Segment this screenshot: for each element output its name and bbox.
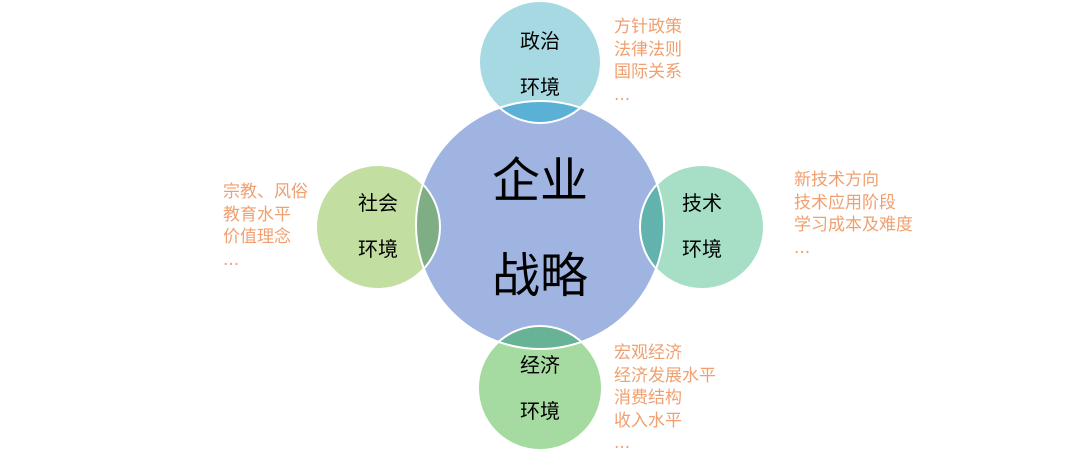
economy-label-line1: 经济 [520,353,560,377]
economy-factor-item: 经济发展水平 [614,365,716,386]
economy-factor-item: 收入水平 [614,410,682,431]
politics-factor-item: ... [614,84,631,105]
technology-factor-item: 学习成本及难度 [794,215,913,235]
technology-label-line1: 技术 [682,191,722,215]
politics-factor-item: 方针政策 [614,17,682,37]
center-circle [416,101,664,349]
politics-factor-item: 法律法则 [614,39,682,60]
society-label-line2: 环境 [358,237,398,261]
economy-factor-list: 宏观经济 经济发展水平 消费结构 收入水平 ... [614,342,716,455]
economy-label-line2: 环境 [520,399,560,423]
politics-factor-item: 国际关系 [614,62,682,82]
technology-factor-item: 新技术方向 [794,170,879,190]
society-label-line1: 社会 [358,191,398,215]
technology-factor-item: ... [794,237,811,258]
center-title-line2: 战略 [492,248,588,304]
society-circle [316,165,440,289]
technology-circle [640,165,764,289]
economy-factor-item: ... [614,433,631,453]
economy-factor-item: 宏观经济 [614,343,682,363]
politics-circle [479,1,601,123]
society-factor-item: 教育水平 [223,204,291,225]
politics-factor-list: 方针政策 法律法则 国际关系 ... [614,16,682,106]
politics-label-line1: 政治 [520,29,560,53]
society-factor-item: 价值理念 [223,227,291,247]
technology-factor-item: 技术应用阶段 [794,192,896,213]
society-factor-list: 宗教、风俗 教育水平 价值理念 ... [223,181,308,271]
society-factor-item: ... [223,249,240,270]
center-title-line1: 企业 [492,153,588,209]
society-factor-item: 宗教、风俗 [223,182,308,202]
economy-factor-item: 消费结构 [614,388,682,408]
politics-label-line2: 环境 [520,75,560,99]
technology-label-line2: 环境 [682,237,722,261]
economy-circle [478,326,602,450]
technology-factor-list: 新技术方向 技术应用阶段 学习成本及难度 ... [794,169,913,259]
